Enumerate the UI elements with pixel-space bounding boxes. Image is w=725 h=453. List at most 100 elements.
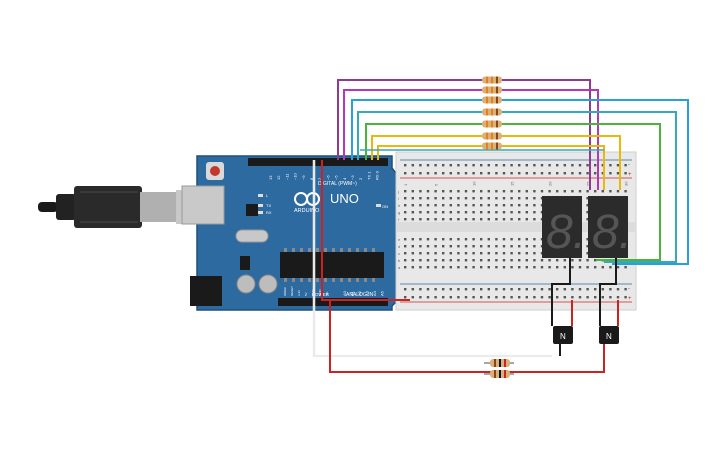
breadboard-hole bbox=[426, 259, 430, 262]
breadboard-hole bbox=[586, 197, 589, 200]
breadboard-hole bbox=[563, 190, 566, 193]
breadboard-hole bbox=[510, 218, 513, 221]
breadboard-hole bbox=[518, 259, 521, 262]
usb-cable[interactable] bbox=[38, 186, 186, 228]
breadboard-hole bbox=[464, 245, 468, 248]
base-resistor-2[interactable] bbox=[484, 370, 514, 378]
wire-teal bbox=[357, 111, 677, 263]
breadboard-hole bbox=[449, 288, 452, 291]
breadboard-hole bbox=[480, 190, 483, 193]
display-1-digit: 8. bbox=[546, 206, 586, 259]
breadboard-hole bbox=[563, 172, 566, 175]
analog-pin-label: A4 bbox=[372, 290, 377, 296]
resistor[interactable] bbox=[482, 96, 502, 104]
digital-pin-label: 13 bbox=[268, 175, 273, 180]
breadboard-hole bbox=[586, 211, 589, 214]
transistor-1[interactable]: N bbox=[553, 326, 573, 344]
breadboard-hole bbox=[495, 296, 498, 299]
breadboard-column-label: 30 bbox=[623, 181, 628, 186]
breadboard-hole bbox=[533, 190, 536, 193]
breadboard-row-label: a bbox=[398, 265, 401, 270]
breadboard-hole bbox=[426, 190, 430, 193]
breadboard-hole bbox=[533, 252, 536, 255]
breadboard-hole bbox=[487, 172, 490, 175]
breadboard-hole bbox=[525, 296, 528, 299]
breadboard-hole bbox=[548, 266, 551, 269]
breadboard-hole bbox=[472, 252, 475, 255]
breadboard-row-label: f bbox=[398, 217, 400, 222]
breadboard-hole bbox=[578, 172, 582, 175]
breadboard-hole bbox=[502, 288, 506, 291]
breadboard-hole bbox=[464, 164, 468, 167]
breadboard-hole bbox=[525, 259, 528, 262]
breadboard-hole bbox=[518, 204, 521, 207]
arduino-board[interactable]: ARDUINO UNO DIGITAL (PWM~) ANALOG IN POW… bbox=[181, 155, 399, 311]
digital-pin-label: ~10 bbox=[293, 172, 298, 180]
base-resistor-1[interactable] bbox=[484, 359, 514, 367]
breadboard-hole bbox=[442, 164, 445, 167]
rail-minus-top: - bbox=[628, 162, 630, 168]
breadboard-hole bbox=[457, 245, 460, 248]
digital-pin-label: ~9 bbox=[301, 175, 306, 180]
breadboard-hole bbox=[586, 172, 589, 175]
transistor-2[interactable]: N bbox=[599, 326, 619, 344]
breadboard-hole bbox=[457, 211, 460, 214]
resistor[interactable] bbox=[482, 86, 502, 94]
breadboard-hole bbox=[457, 172, 460, 175]
breadboard-hole bbox=[419, 259, 422, 262]
breadboard-hole bbox=[594, 164, 597, 167]
breadboard-hole bbox=[449, 218, 452, 221]
transistor-wires[interactable] bbox=[312, 160, 619, 373]
breadboard-hole bbox=[518, 172, 521, 175]
breadboard-hole bbox=[502, 245, 506, 248]
resistor[interactable] bbox=[482, 132, 502, 140]
breadboard-hole bbox=[586, 204, 589, 207]
breadboard-hole bbox=[472, 259, 475, 262]
breadboard-hole bbox=[434, 245, 437, 248]
digital-pin-label: 12 bbox=[276, 175, 281, 180]
breadboard-hole bbox=[480, 245, 483, 248]
breadboard-hole bbox=[442, 259, 445, 262]
breadboard-hole bbox=[601, 288, 604, 291]
breadboard-hole bbox=[502, 266, 506, 269]
resistor[interactable] bbox=[482, 120, 502, 128]
digital-pin-label: 7 bbox=[317, 177, 322, 180]
resistor[interactable] bbox=[482, 142, 502, 150]
breadboard-hole bbox=[586, 218, 589, 221]
breadboard-hole bbox=[548, 288, 551, 291]
breadboard-hole bbox=[411, 164, 414, 167]
rx-label: RX bbox=[266, 210, 272, 215]
digital-pin-label: TX 1 bbox=[366, 171, 371, 180]
breadboard-hole bbox=[472, 204, 475, 207]
breadboard-hole bbox=[616, 190, 620, 193]
breadboard-hole bbox=[457, 190, 460, 193]
breadboard-hole bbox=[449, 211, 452, 214]
analog-pin-label: A3 bbox=[365, 290, 370, 296]
seven-segment-display-2[interactable]: 8. bbox=[588, 196, 632, 259]
breadboard-hole bbox=[616, 296, 620, 299]
breadboard-hole bbox=[518, 266, 521, 269]
breadboard-hole bbox=[510, 190, 513, 193]
segment-resistors[interactable] bbox=[482, 76, 502, 150]
breadboard-hole bbox=[495, 190, 498, 193]
breadboard-hole bbox=[609, 190, 612, 193]
power-pin-label: GND bbox=[318, 289, 322, 297]
resistor[interactable] bbox=[482, 108, 502, 116]
breadboard-hole bbox=[419, 252, 422, 255]
breadboard-hole bbox=[487, 204, 490, 207]
atmega-chip bbox=[280, 252, 384, 278]
digital-pin-label: ~5 bbox=[334, 175, 339, 180]
resistor[interactable] bbox=[482, 76, 502, 84]
breadboard-hole bbox=[411, 259, 414, 262]
seven-segment-display-1[interactable]: 8. bbox=[542, 196, 586, 259]
breadboard-hole bbox=[502, 197, 506, 200]
breadboard-hole bbox=[518, 197, 521, 200]
breadboard-hole bbox=[487, 164, 490, 167]
breadboard-hole bbox=[464, 197, 468, 200]
breadboard-hole bbox=[426, 245, 430, 248]
breadboard-hole bbox=[411, 211, 414, 214]
breadboard-hole bbox=[404, 252, 407, 255]
breadboard-hole bbox=[616, 288, 620, 291]
breadboard-hole bbox=[502, 252, 506, 255]
breadboard-column-label: 5 bbox=[433, 183, 438, 186]
